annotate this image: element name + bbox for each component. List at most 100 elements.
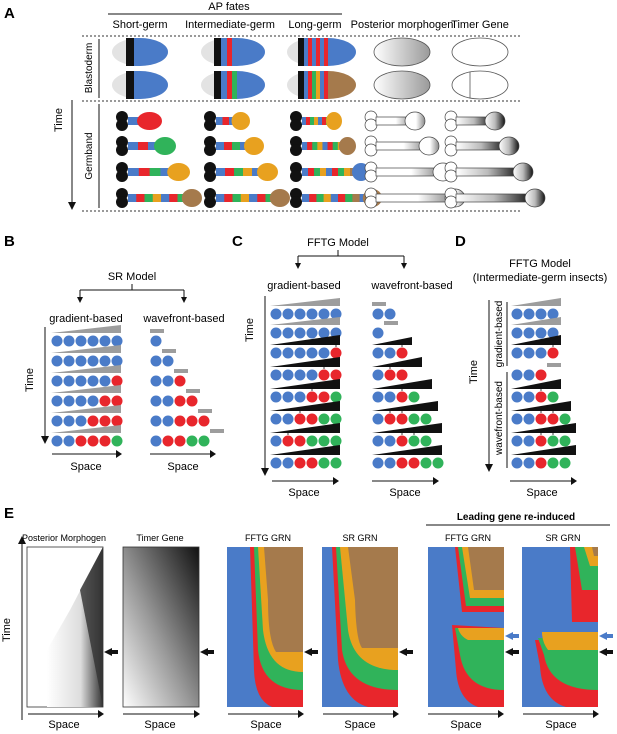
larva-long-1	[290, 136, 357, 156]
cell-dot	[535, 347, 547, 359]
larva-segment	[128, 168, 140, 176]
cell-dot	[282, 435, 294, 447]
larva-segment	[216, 117, 223, 125]
panel-b-bracket	[79, 284, 185, 300]
cell-row	[51, 365, 123, 387]
space-label-e1: Space	[48, 719, 79, 731]
panel-d-title-line2: (Intermediate-germ insects)	[473, 272, 608, 284]
cell-dot	[111, 435, 123, 447]
cell-dot	[306, 369, 318, 381]
cell-dot	[162, 355, 174, 367]
cell-dot	[51, 395, 63, 407]
timepoint-arrows	[104, 632, 613, 656]
cell-dot	[396, 369, 408, 381]
cell-dot	[306, 327, 318, 339]
cell-row	[372, 401, 438, 425]
larva-segment	[148, 142, 159, 150]
larva-segment	[216, 142, 225, 150]
cell-dot	[384, 435, 396, 447]
cell-dot	[75, 355, 87, 367]
larva-body	[375, 167, 441, 177]
panel-d-letter: D	[455, 233, 466, 250]
gradient-ramp	[51, 425, 121, 433]
panel-d-space-arrowhead	[571, 477, 577, 485]
gradient-ramp	[51, 325, 121, 333]
cell-dot	[420, 413, 432, 425]
plot-fftg-grn-1	[227, 547, 303, 707]
cell-dot	[87, 395, 99, 407]
plot-title-fftg-grn-2: FFTG GRN	[445, 533, 491, 543]
space-label-e3: Space	[250, 719, 281, 731]
larva-head-lobe	[364, 118, 378, 132]
larva-body	[455, 193, 533, 203]
panel-c-bracket-arrowheads	[295, 263, 407, 269]
larva-long-2	[290, 162, 370, 182]
cell-dot	[318, 457, 330, 469]
larva-head-lobe	[116, 119, 128, 131]
larva-head-lobe	[444, 169, 458, 183]
plot-timer-gene	[122, 546, 200, 708]
cell-row	[51, 425, 123, 447]
cell-dot	[408, 391, 420, 403]
panel-b-space-label-right: Space	[167, 461, 198, 473]
larva-head-lobe	[364, 143, 378, 157]
larva-inter-1	[204, 136, 264, 156]
larva-tail	[338, 137, 357, 155]
cell-dot	[63, 375, 75, 387]
larva-tail	[154, 137, 176, 155]
larva-segment	[232, 142, 241, 150]
cell-dot	[186, 395, 198, 407]
larva-head-lobe	[116, 144, 128, 156]
cell-dot	[174, 415, 186, 427]
cell-dot	[174, 395, 186, 407]
long-germ-blastoderm-1	[287, 38, 356, 66]
plot-title-fftg-grn-1: FFTG GRN	[245, 533, 291, 543]
cell-dot	[150, 435, 162, 447]
timer-gene-blastoderm-1	[451, 37, 509, 67]
panel-c-space-label-right: Space	[389, 487, 420, 499]
cell-row	[511, 317, 561, 339]
larva-segment	[128, 117, 142, 125]
cell-dot	[306, 457, 318, 469]
panel-c: C FFTG Model gradient-based wavefront-ba…	[232, 233, 453, 499]
panel-d-upper-label: gradient-based	[494, 301, 505, 368]
cell-dot	[174, 435, 186, 447]
cell-row	[372, 357, 422, 381]
larva-segment	[302, 142, 308, 150]
intermediate-germ-blastoderm-2	[201, 71, 265, 99]
panel-e: E Leading gene re-induced Time Posterior…	[1, 505, 613, 731]
larva-segment	[257, 194, 266, 202]
cell-dot	[372, 413, 384, 425]
cell-row	[372, 337, 412, 359]
larva-segment	[352, 194, 361, 202]
time-label-a: Time	[53, 108, 65, 132]
cell-dot	[330, 391, 342, 403]
larva-tail	[257, 163, 278, 181]
larva-segment	[138, 168, 151, 176]
larva-segment	[309, 194, 317, 202]
larva-tail	[269, 189, 290, 207]
cell-dot	[420, 435, 432, 447]
cell-dot	[162, 395, 174, 407]
cell-row	[511, 298, 561, 320]
short-germ-blastoderm-2	[112, 71, 168, 99]
cell-dot	[150, 375, 162, 387]
larva-segment	[234, 168, 244, 176]
larva-short-2	[116, 162, 191, 182]
larva-head-lobe	[116, 170, 128, 182]
larva-tail	[244, 137, 264, 155]
cell-dot	[547, 347, 559, 359]
cell-dot	[63, 395, 75, 407]
panel-d: D FFTG Model (Intermediate-germ insects)…	[455, 233, 607, 499]
cell-dot	[294, 369, 306, 381]
time-arrowhead-a	[68, 202, 76, 210]
germband-label: Germband	[84, 132, 95, 179]
gradient-ramp	[270, 317, 340, 325]
timer-ramp	[372, 423, 442, 433]
cell-row	[150, 349, 176, 367]
larva-tail	[512, 162, 534, 182]
cell-row	[270, 423, 342, 447]
cell-dot	[523, 413, 535, 425]
larva-segment	[128, 194, 137, 202]
